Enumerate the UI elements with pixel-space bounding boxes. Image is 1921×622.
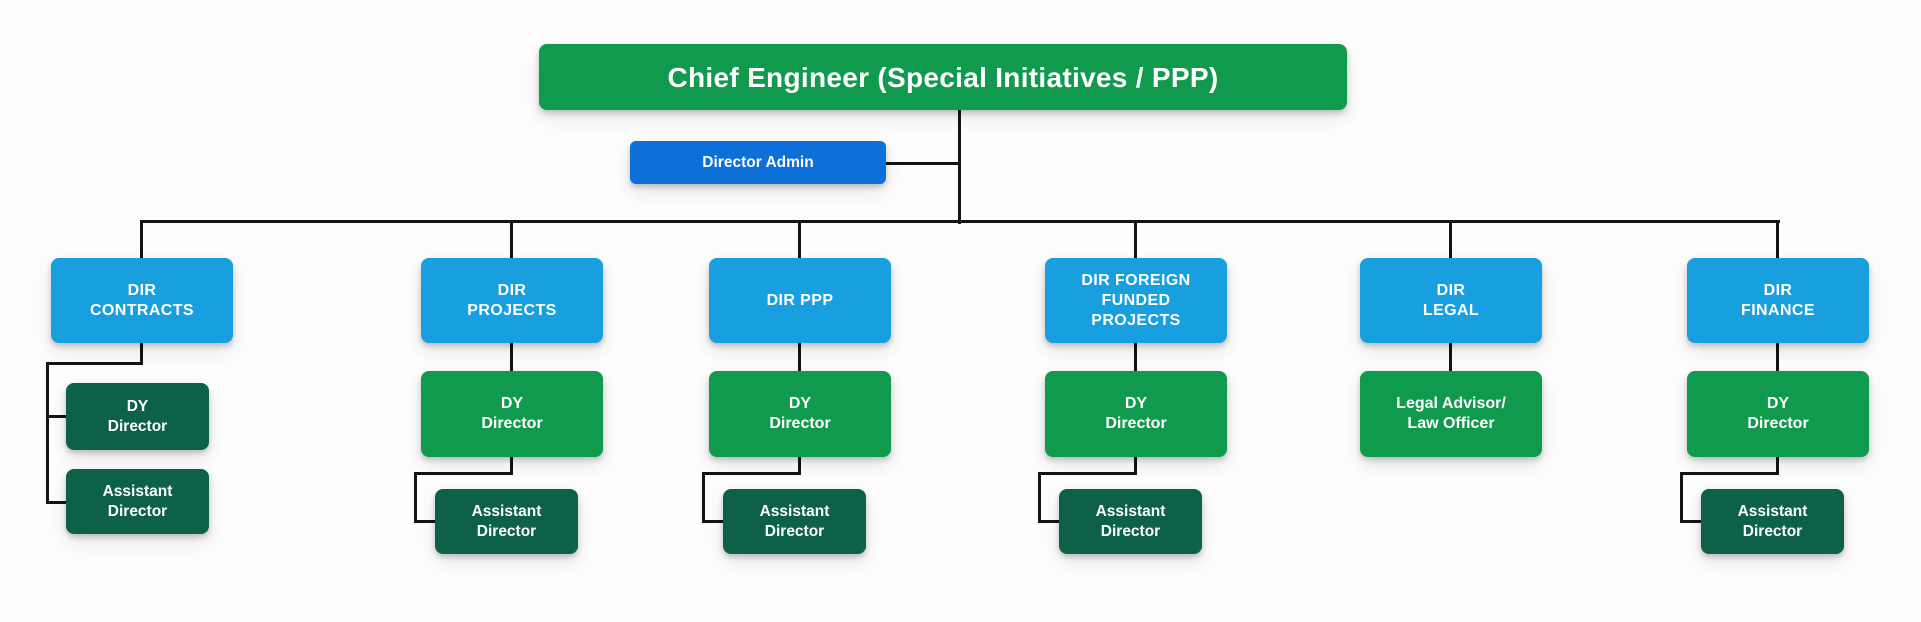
connector-line xyxy=(1776,457,1779,474)
connector-drop-legal xyxy=(1449,220,1452,260)
connector-line xyxy=(140,343,143,365)
sub-node-projects-dy-director: DY Director xyxy=(421,371,603,457)
connector-line xyxy=(46,415,68,418)
connector-line xyxy=(1449,343,1452,373)
sub-node-contracts-dy-director: DY Director xyxy=(66,383,209,450)
connector-branch-line xyxy=(140,220,1780,223)
connector-drop-foreign xyxy=(1134,220,1137,260)
connector-drop-contracts xyxy=(140,220,143,260)
connector-drop-projects xyxy=(510,220,513,260)
connector-line xyxy=(798,343,801,373)
connector-line xyxy=(46,362,49,504)
sub-node-foreign-dy-director: DY Director xyxy=(1045,371,1227,457)
sub-node-finance-dy-director: DY Director xyxy=(1687,371,1869,457)
connector-line xyxy=(414,472,513,475)
dept-node-dir-foreign-funded-projects: DIR FOREIGN FUNDED PROJECTS xyxy=(1045,258,1227,343)
sub-node-projects-assistant-director: Assistant Director xyxy=(435,489,578,554)
sub-node-ppp-dy-director: DY Director xyxy=(709,371,891,457)
dept-node-dir-legal: DIR LEGAL xyxy=(1360,258,1542,343)
connector-line xyxy=(1134,343,1137,373)
connector-line xyxy=(510,343,513,373)
connector-line xyxy=(1776,343,1779,373)
connector-line xyxy=(510,457,513,474)
sub-node-finance-assistant-director: Assistant Director xyxy=(1701,489,1844,554)
connector-line xyxy=(46,362,143,365)
connector-line xyxy=(414,520,437,523)
connector-line xyxy=(1680,520,1703,523)
connector-line xyxy=(702,520,725,523)
connector-drop-finance xyxy=(1776,220,1779,260)
connector-line xyxy=(1680,472,1779,475)
root-node-chief-engineer: Chief Engineer (Special Initiatives / PP… xyxy=(539,44,1347,110)
sub-node-legal-advisor-law-officer: Legal Advisor/ Law Officer xyxy=(1360,371,1542,457)
connector-line xyxy=(1038,520,1061,523)
dept-node-dir-projects: DIR PROJECTS xyxy=(421,258,603,343)
dept-node-dir-finance: DIR FINANCE xyxy=(1687,258,1869,343)
connector-line xyxy=(414,472,417,523)
connector-root-drop xyxy=(958,110,961,224)
connector-line xyxy=(46,501,68,504)
connector-line xyxy=(1038,472,1041,523)
sub-node-ppp-assistant-director: Assistant Director xyxy=(723,489,866,554)
dept-node-dir-contracts: DIR CONTRACTS xyxy=(51,258,233,343)
connector-line xyxy=(702,472,801,475)
dept-node-dir-ppp: DIR PPP xyxy=(709,258,891,343)
connector-line xyxy=(1038,472,1137,475)
connector-admin-stub xyxy=(885,162,960,165)
connector-line xyxy=(702,472,705,523)
connector-line xyxy=(798,457,801,474)
connector-line xyxy=(1680,472,1683,523)
connector-line xyxy=(1134,457,1137,474)
staff-node-director-admin: Director Admin xyxy=(630,141,886,184)
sub-node-foreign-assistant-director: Assistant Director xyxy=(1059,489,1202,554)
connector-drop-ppp xyxy=(798,220,801,260)
sub-node-contracts-assistant-director: Assistant Director xyxy=(66,469,209,534)
